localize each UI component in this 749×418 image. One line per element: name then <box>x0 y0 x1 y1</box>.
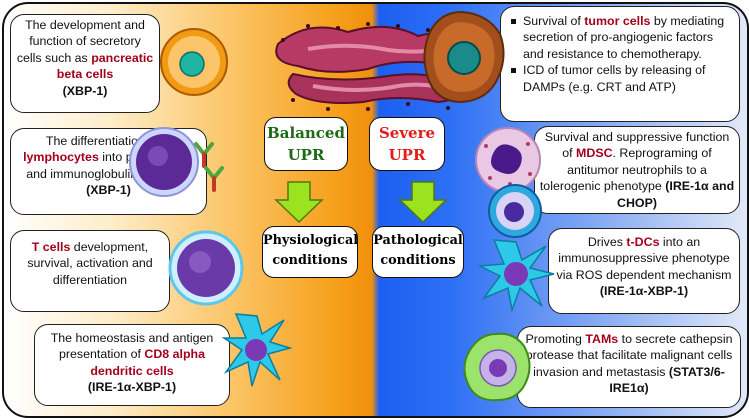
beta-cell-box: The development and function of secretor… <box>10 14 160 113</box>
dendritic-cell-icon <box>221 313 293 387</box>
beta-cell-icon <box>160 28 228 96</box>
tam-box: Promoting TAMs to secrete cathepsin prot… <box>517 326 741 408</box>
neutrophil-icon <box>488 184 542 238</box>
balanced-down-arrow <box>274 181 324 224</box>
tumor-bullet-2: ICD of tumor cells by releasing of DAMPs… <box>511 62 733 95</box>
physiological-conditions-label: Physiological conditions <box>262 226 358 278</box>
t-cell-box: T cells development, survival, activatio… <box>10 230 170 312</box>
pathological-conditions-label: Pathological conditions <box>372 226 464 278</box>
dendritic-cell-box: The homeostasis and antigen presentation… <box>34 324 230 406</box>
mdsc-box: Survival and suppressive function of MDS… <box>534 126 740 214</box>
tolerogenic-dc-icon <box>477 239 555 313</box>
antibody-icon <box>194 142 224 192</box>
b-lymphocyte-icon <box>129 127 199 197</box>
severe-upr-label: Severe UPR <box>369 117 445 171</box>
tumor-bullet-1: Survival of tumor cells by mediating sec… <box>511 13 733 62</box>
tumor-cell-icon <box>423 10 505 104</box>
macrophage-icon <box>463 332 531 402</box>
t-dc-box: Drives t-DCs into an immunosuppressive p… <box>548 228 740 314</box>
severe-down-arrow <box>398 181 448 224</box>
balanced-upr-label: Balanced UPR <box>264 117 348 171</box>
t-cell-icon <box>168 230 244 306</box>
tumor-cell-box: Survival of tumor cells by mediating sec… <box>500 6 740 122</box>
